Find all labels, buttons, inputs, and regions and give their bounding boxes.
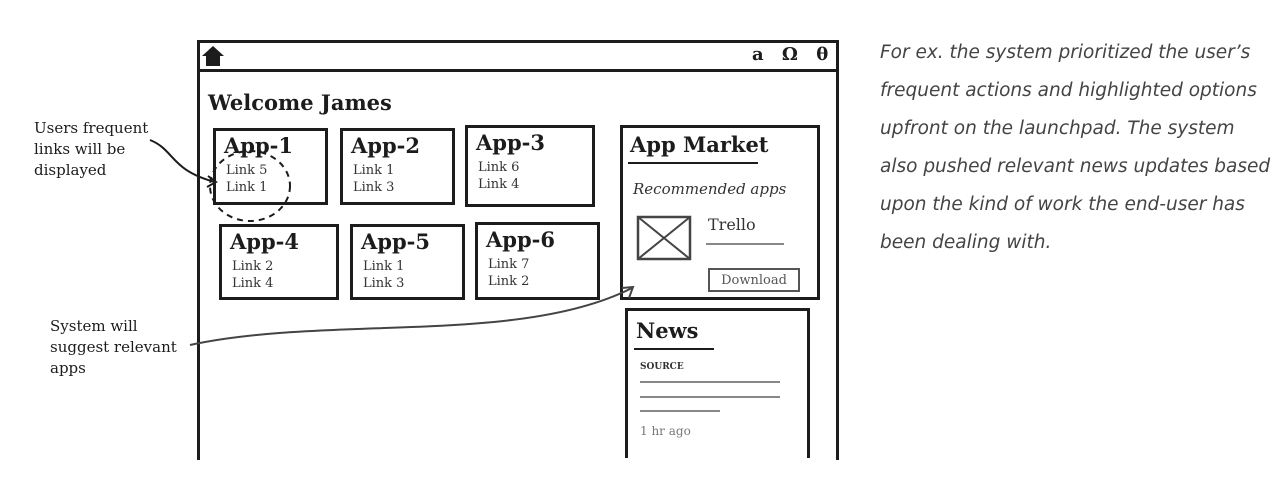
app-name: App-5 [361, 229, 430, 254]
launchpad-frame [197, 40, 839, 460]
app-tile-3[interactable]: App-3 Link 6 Link 4 [465, 125, 595, 207]
news-source: SOURCE [640, 362, 684, 372]
app-tile-5[interactable]: App-5 Link 1 Link 3 [350, 224, 465, 300]
annotation-suggest-apps: System will suggest relevant apps [50, 317, 177, 377]
app-name: App-6 [486, 227, 555, 252]
annotation-frequent-links: Users frequent links will be displayed [34, 119, 149, 179]
news-line [640, 410, 720, 412]
app-name: App-4 [230, 229, 299, 254]
app-link[interactable]: Link 3 [363, 276, 405, 291]
news-panel [625, 308, 810, 458]
app-link[interactable]: Link 2 [488, 274, 530, 289]
app-link[interactable]: Link 4 [232, 276, 274, 291]
caption-text: For ex. the system prioritized the user’… [880, 42, 1271, 253]
app-tile-4[interactable]: App-4 Link 2 Link 4 [219, 224, 339, 300]
news-time: 1 hr ago [640, 424, 691, 438]
app-link[interactable]: Link 7 [488, 257, 530, 272]
app-name: App-2 [351, 133, 420, 158]
app-name: App-3 [476, 130, 545, 155]
news-line [640, 381, 780, 383]
app-tile-1[interactable]: App-1 Link 5 Link 1 [213, 128, 328, 205]
app-market-panel [620, 125, 820, 300]
top-bar [197, 40, 839, 72]
top-right-icons[interactable]: a Ω θ [752, 44, 835, 65]
news-line [640, 396, 780, 398]
title-underline [628, 162, 758, 164]
app-description-line [706, 243, 784, 245]
home-icon[interactable] [200, 44, 226, 68]
frequent-links-highlight [209, 150, 291, 222]
app-market-title: App Market [630, 132, 769, 157]
recommended-apps-label: Recommended apps [633, 180, 787, 198]
welcome-heading: Welcome James [208, 90, 392, 115]
app-link[interactable]: Link 1 [353, 163, 395, 178]
news-title: News [636, 318, 699, 343]
app-link[interactable]: Link 1 [363, 259, 405, 274]
app-tile-6[interactable]: App-6 Link 7 Link 2 [475, 222, 600, 300]
download-button[interactable]: Download [708, 268, 800, 292]
app-thumbnail-placeholder [636, 215, 692, 261]
app-link[interactable]: Link 2 [232, 259, 274, 274]
app-link[interactable]: Link 5 [226, 163, 268, 178]
app-name: App-1 [224, 133, 293, 158]
recommended-app-name[interactable]: Trello [708, 215, 756, 234]
app-link[interactable]: Link 6 [478, 160, 520, 175]
app-tile-2[interactable]: App-2 Link 1 Link 3 [340, 128, 455, 205]
app-link[interactable]: Link 4 [478, 177, 520, 192]
news-title-underline [634, 348, 714, 350]
app-link[interactable]: Link 1 [226, 180, 268, 195]
app-link[interactable]: Link 3 [353, 180, 395, 195]
